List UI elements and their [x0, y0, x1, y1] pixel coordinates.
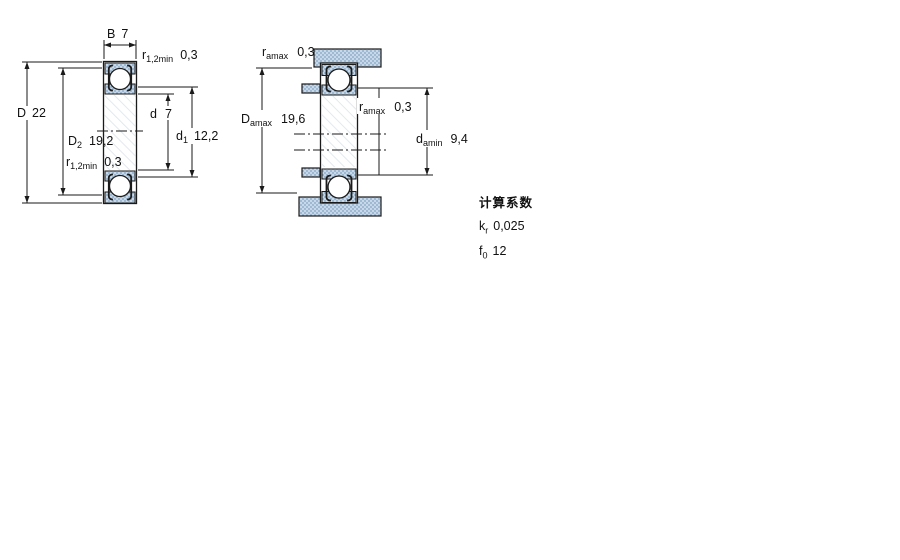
shield-left-top-right	[325, 65, 332, 93]
calculation-factors-title: 计算系数	[479, 196, 534, 210]
dimension-arrowheads	[24, 42, 430, 203]
left-figure-bearing	[102, 60, 138, 205]
shield-left-bottom-left	[107, 173, 114, 201]
shield-right-bottom-left	[126, 173, 133, 201]
shaft-shoulder-top	[301, 83, 321, 94]
shield-right-top-right	[346, 65, 353, 93]
shield-left-bottom-right	[325, 174, 332, 202]
shield-left-top-left	[107, 64, 114, 92]
ball-top-left	[108, 67, 132, 91]
bore-region-left	[104, 95, 136, 170]
bore-region-right	[322, 96, 356, 167]
shield-right-top-left	[126, 64, 133, 92]
ball-bottom-right	[327, 175, 351, 199]
label-masks	[14, 98, 469, 147]
shield-right-bottom-right	[346, 174, 353, 202]
centerlines	[97, 130, 386, 151]
right-figure-abutments	[298, 48, 382, 217]
ball-bottom-left	[108, 174, 132, 198]
shaft-shoulder-bottom	[301, 167, 321, 178]
ball-top-right	[327, 68, 351, 92]
